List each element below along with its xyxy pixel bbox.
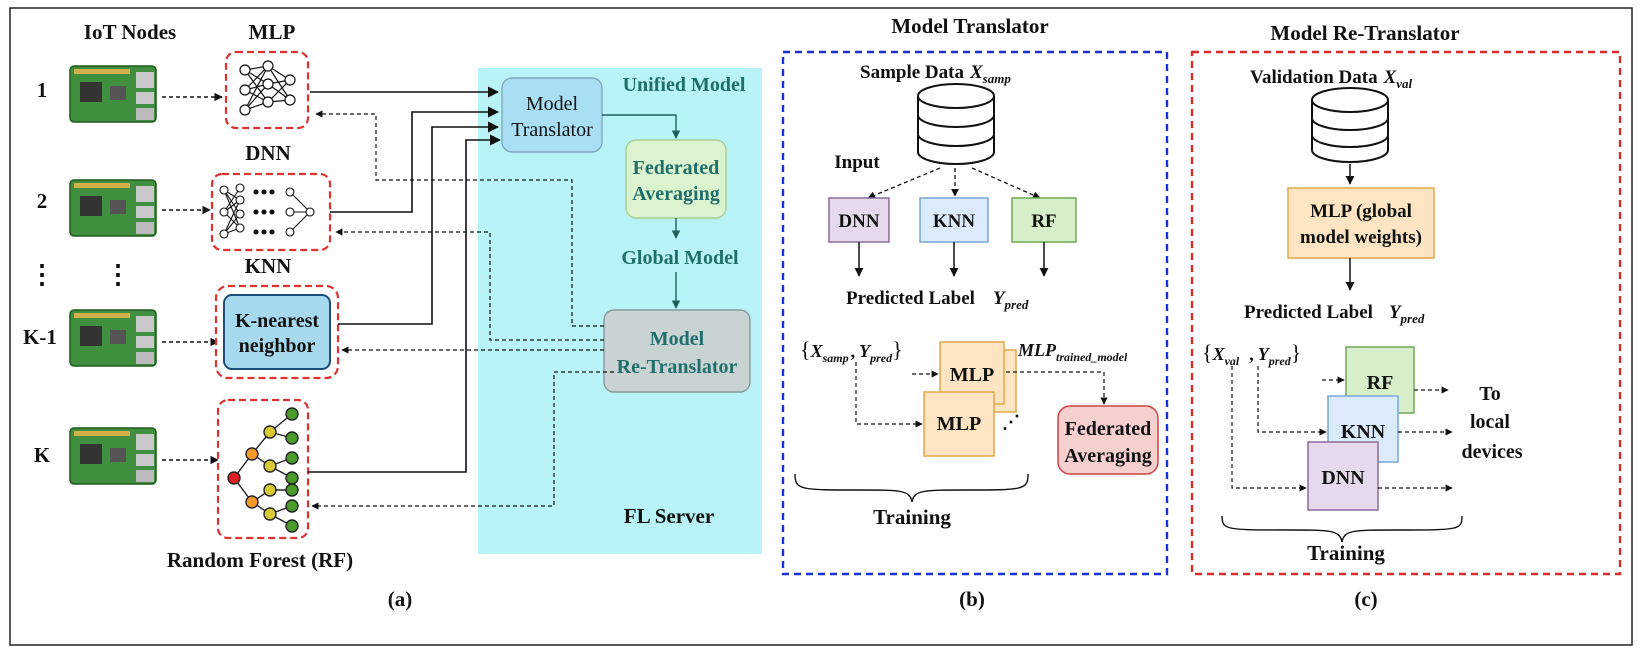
knn-model-box <box>223 294 331 370</box>
model-retranslator-frame <box>1190 50 1622 576</box>
server-fedavg-line2: Averaging <box>632 183 719 205</box>
panel-a: IoT Nodes MLP 1 2 ⋮ K-1 K ⋮ <box>23 20 762 611</box>
rf-model-box <box>216 398 310 540</box>
node-label-2: 2 <box>37 189 48 213</box>
input-arrows <box>867 167 1041 199</box>
translator-line2: Translator <box>511 119 593 141</box>
mlp-heading: MLP <box>249 20 296 44</box>
pair-to-mlp-arrows <box>855 362 1108 428</box>
model-retranslator-title: Model Re-Translator <box>1270 21 1459 45</box>
raspberry-pi-icon <box>69 65 157 123</box>
mlp-stack-label-2: MLP <box>937 413 981 435</box>
retrans-knn-label: KNN <box>1341 421 1386 443</box>
global-mlp-line2: model weights) <box>1300 227 1422 248</box>
prediction-arrows <box>854 242 1049 277</box>
iot-nodes-heading: IoT Nodes <box>84 20 176 44</box>
devices-vdots: ⋮ <box>105 260 131 289</box>
mlp-stack-label-1: MLP <box>950 364 994 386</box>
unified-model-label: Unified Model <box>623 74 746 96</box>
server-fedavg-box <box>625 139 727 219</box>
model-translator-frame <box>781 50 1169 576</box>
retrans-arrows <box>1231 366 1453 492</box>
rf-label: Random Forest (RF) <box>167 548 353 572</box>
model-translator-title: Model Translator <box>891 14 1048 38</box>
fl-server-label: FL Server <box>624 504 714 528</box>
translator-rf-label: RF <box>1031 211 1056 232</box>
translator-dnn-label: DNN <box>838 211 879 232</box>
node-label-dots: ⋮ <box>29 260 55 289</box>
raspberry-pi-icon <box>69 427 157 485</box>
to-local-line2: local <box>1470 411 1510 433</box>
mlp-network-icon <box>239 60 296 116</box>
mlp-trained-label: MLPtrained_model <box>1017 340 1128 364</box>
outer-frame <box>9 7 1633 646</box>
node-label-1: 1 <box>37 78 48 102</box>
translator-knn-box <box>919 197 989 243</box>
training-brace-c <box>1221 515 1463 543</box>
training-label-c: Training <box>1307 541 1385 565</box>
node-label-k: K <box>34 443 51 467</box>
translator-knn-label: KNN <box>933 211 976 232</box>
to-local-line1: To <box>1479 383 1501 405</box>
mlp-ellipsis: ⋰ <box>1002 412 1020 432</box>
dnn-network-icon <box>219 183 315 239</box>
downlink-arrows <box>311 110 614 510</box>
translator-fedavg-line1: Federated <box>1065 418 1152 440</box>
model-retranslator-box <box>603 309 751 393</box>
raspberry-pi-icon <box>69 179 157 237</box>
dnn-label: DNN <box>245 141 291 165</box>
translator-to-fedavg-arrow <box>602 114 681 139</box>
retrans-dnn-box <box>1307 441 1379 511</box>
caption-a: (a) <box>388 587 413 611</box>
knn-box-line2: neighbor <box>239 335 316 357</box>
server-fedavg-line1: Federated <box>633 157 720 179</box>
database-icon <box>917 83 995 165</box>
database-icon <box>1311 87 1389 163</box>
knn-box-line1: K-nearest <box>235 310 319 332</box>
training-label-b: Training <box>873 505 951 529</box>
global-mlp-box <box>1287 187 1435 259</box>
uplink-arrows <box>308 86 502 473</box>
caption-b: (b) <box>959 587 985 611</box>
input-label: Input <box>834 152 880 173</box>
node-label-k-1: K-1 <box>23 325 57 349</box>
translator-fedavg-line2: Averaging <box>1064 445 1151 467</box>
val-pair-set: {Xval,Ypred} <box>1202 340 1301 368</box>
sample-pair-set: {Xsamp,Ypred} <box>800 337 903 365</box>
global-mlp-line1: MLP (global <box>1310 201 1412 222</box>
caption-c: (c) <box>1354 587 1377 611</box>
retranslator-line2: Re-Translator <box>617 356 738 378</box>
retranslator-line1: Model <box>650 328 705 350</box>
translator-fedavg-box <box>1057 405 1159 475</box>
retrans-dnn-label: DNN <box>1321 467 1365 489</box>
translator-line1: Model <box>526 93 579 115</box>
global-model-label: Global Model <box>621 247 739 269</box>
retrans-rf-label: RF <box>1367 372 1394 394</box>
mlp-box-2 <box>923 391 995 457</box>
raspberry-pi-icon <box>69 309 157 367</box>
to-local-line3: devices <box>1461 441 1522 463</box>
random-forest-tree-icon <box>227 407 299 533</box>
training-brace-b <box>794 473 1029 503</box>
knn-label: KNN <box>245 254 292 278</box>
translator-dnn-box <box>828 197 890 243</box>
